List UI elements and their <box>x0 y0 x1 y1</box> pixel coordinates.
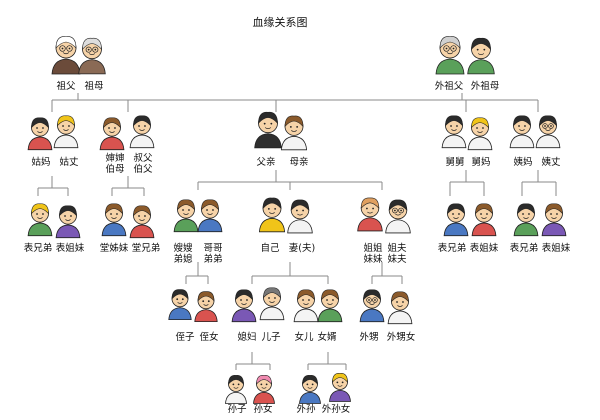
grandson-figure <box>225 375 247 404</box>
label-daughter-in-law: 媳妇 <box>237 332 257 343</box>
brother-in-law-figure <box>385 199 411 234</box>
diagram-title: 血缘关系图 <box>252 16 308 29</box>
label-aunt-in-law-maternal: 舅妈 <box>471 157 491 168</box>
grandson-maternal-figure <box>299 375 321 404</box>
label-cousin-brother-1: 表兄弟 <box>23 243 53 254</box>
aunt-in-law-maternal-figure <box>467 117 493 151</box>
aunt-in-law-figure <box>99 117 125 151</box>
label-self: 自己 <box>260 243 280 254</box>
label-grandson: 孙子 <box>227 404 247 415</box>
granddaughter-figure <box>253 375 275 404</box>
label-cousin-sister-3: 表姐妹 <box>469 243 499 254</box>
niece-maternal-figure <box>387 291 413 325</box>
connector-lines <box>37 93 557 370</box>
label-cousin-sister-1: 表姐妹 <box>55 243 85 254</box>
label-aunt-paternal: 姑妈 <box>31 157 51 168</box>
label-brother-in-law-1: 姐夫 <box>387 243 407 254</box>
son-in-law-figure <box>317 289 343 323</box>
label-uncle-2: 伯父 <box>133 164 153 175</box>
label-sister-in-law-1: 嫂嫂 <box>173 243 193 254</box>
label-mother: 母亲 <box>289 157 309 168</box>
grandfather-figure <box>51 36 81 75</box>
aunt-paternal-figure <box>27 117 53 151</box>
label-nephew: 侄子 <box>175 332 195 343</box>
label-elder-sister: 姐姐 <box>363 243 383 254</box>
label-cousin-brother-4: 表兄弟 <box>509 243 539 254</box>
uncle-maternal-figure <box>441 115 467 149</box>
label-brother-in-law-2: 妹夫 <box>387 254 407 265</box>
label-younger-sister: 妹妹 <box>363 254 383 265</box>
elder-sister-figure <box>357 197 383 232</box>
label-uncle-in-law-maternal: 姨丈 <box>541 157 561 168</box>
label-granddaughter-maternal: 外孙女 <box>321 404 351 415</box>
uncle-in-law-maternal-figure <box>535 115 561 149</box>
label-cousin-sister-4: 表姐妹 <box>541 243 571 254</box>
label-uncle-1: 叔父 <box>133 153 153 164</box>
uncle-in-law-paternal-figure <box>53 115 79 149</box>
label-maternal-grandmother: 外祖母 <box>470 81 500 92</box>
label-spouse: 妻(夫) <box>288 243 316 254</box>
cousin-brother-1-figure <box>27 203 53 237</box>
uncle-figure <box>129 115 155 149</box>
label-father: 父亲 <box>256 157 276 168</box>
label-niece: 侄女 <box>199 332 219 343</box>
label-grandson-maternal: 外孙 <box>296 404 316 415</box>
figure-group <box>27 36 567 404</box>
label-aunt-in-law-1: 婶婶 <box>105 153 125 164</box>
label-cousin-brother-3: 表兄弟 <box>437 243 467 254</box>
cousin-sister-4-figure <box>541 203 567 237</box>
cousin-brother-3-figure <box>443 203 469 237</box>
label-grandfather: 祖父 <box>56 81 76 92</box>
label-nephew-maternal: 外甥 <box>359 332 379 343</box>
label-paternal-cousin-brother: 堂兄弟 <box>131 243 161 254</box>
nephew-maternal-figure <box>359 289 385 323</box>
elder-brother-figure <box>197 199 223 233</box>
cousin-sister-1-figure <box>55 205 81 239</box>
label-aunt-maternal: 姨妈 <box>513 157 533 168</box>
niece-figure <box>194 291 218 322</box>
label-son-in-law: 女婿 <box>317 332 337 343</box>
father-figure <box>254 111 282 149</box>
daughter-figure <box>293 289 319 323</box>
mother-figure <box>280 115 308 151</box>
label-son: 儿子 <box>261 332 281 343</box>
label-younger-brother: 弟弟 <box>203 254 223 265</box>
paternal-cousin-brother-figure <box>129 205 155 239</box>
label-niece-maternal: 外甥女 <box>386 332 416 343</box>
sister-in-law-figure <box>173 199 199 233</box>
maternal-grandmother-figure <box>467 37 495 75</box>
label-sister-in-law-2: 弟媳 <box>173 254 193 265</box>
self-figure <box>258 197 286 233</box>
cousin-sister-3-figure <box>471 203 497 237</box>
label-grandmother: 祖母 <box>84 81 104 92</box>
label-granddaughter: 孙女 <box>253 404 273 415</box>
spouse-figure <box>287 199 313 234</box>
label-aunt-in-law-2: 伯母 <box>105 164 125 175</box>
son-figure <box>259 287 285 321</box>
daughter-in-law-figure <box>231 289 257 323</box>
cousin-brother-4-figure <box>513 203 539 237</box>
maternal-grandfather-figure <box>435 36 465 75</box>
label-maternal-grandfather: 外祖父 <box>434 81 464 92</box>
granddaughter-maternal-figure <box>329 373 351 402</box>
label-elder-brother: 哥哥 <box>203 243 223 254</box>
label-daughter: 女儿 <box>294 332 314 343</box>
nephew-figure <box>168 289 192 320</box>
grandmother-figure <box>78 37 106 75</box>
aunt-maternal-figure <box>509 115 535 149</box>
label-uncle-maternal: 舅舅 <box>445 157 465 168</box>
label-paternal-cousin-sister: 堂姊妹 <box>99 243 129 254</box>
paternal-cousin-sister-figure <box>101 203 127 237</box>
label-uncle-in-law-paternal: 姑丈 <box>59 157 79 168</box>
